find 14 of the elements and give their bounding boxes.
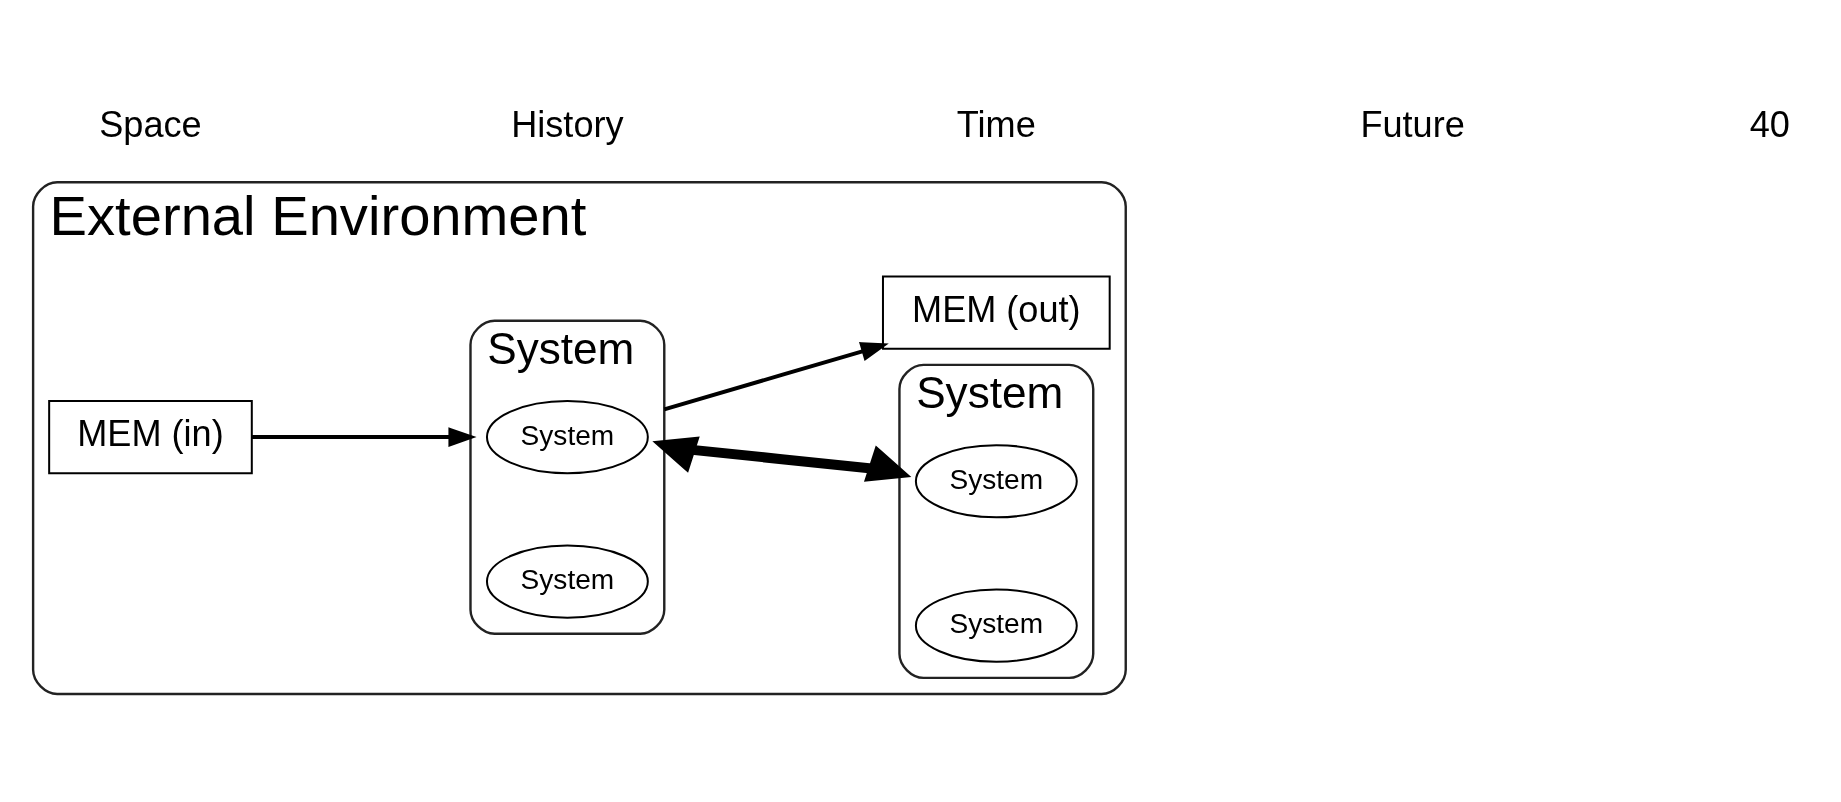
node-box: MEM (in) <box>48 400 253 475</box>
node-ellipse: System <box>914 588 1078 663</box>
label: Future <box>1360 103 1465 145</box>
arrow <box>251 427 477 447</box>
node-ellipse: System <box>485 544 649 619</box>
label: Space <box>99 103 202 145</box>
arrow <box>663 342 889 412</box>
label: Time <box>956 103 1036 145</box>
label: 40 <box>1749 103 1790 145</box>
node-ellipse: System <box>914 444 1078 519</box>
node-box: MEM (out) <box>881 275 1111 350</box>
arrow <box>652 436 912 482</box>
node-ellipse: System <box>485 400 649 475</box>
label: History <box>511 103 624 145</box>
